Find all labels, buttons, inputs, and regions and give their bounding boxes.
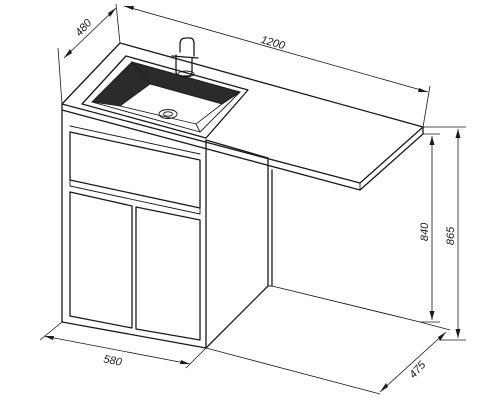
drain-outer bbox=[158, 109, 178, 119]
dim-cabinet-width: 580 bbox=[39, 321, 207, 369]
label-cabinet-width: 580 bbox=[102, 353, 123, 368]
label-cabinet-depth: 475 bbox=[407, 359, 429, 381]
cabinet-bottom-edge bbox=[61, 321, 207, 349]
dim-total-height: 865 bbox=[423, 126, 466, 341]
countertop bbox=[61, 42, 424, 191]
cabinet bbox=[61, 109, 421, 349]
label-counter-height: 840 bbox=[419, 222, 431, 241]
label-total-height: 865 bbox=[445, 226, 457, 245]
sink-basin bbox=[81, 55, 249, 139]
right-door bbox=[135, 206, 201, 341]
floor-back-line bbox=[271, 285, 421, 323]
basin-corner-line-2 bbox=[221, 91, 241, 105]
dim-cabinet-depth: 475 bbox=[205, 321, 451, 395]
cabinet-side-panel bbox=[205, 139, 269, 349]
countertop-edge bbox=[61, 103, 424, 191]
faucet-icon bbox=[171, 37, 199, 78]
drawer-bottom-gap bbox=[69, 185, 201, 215]
basin-rim bbox=[81, 55, 249, 139]
dim-counter-height: 840 bbox=[419, 133, 440, 323]
left-door bbox=[69, 191, 133, 329]
label-overall-width: 1200 bbox=[259, 34, 287, 52]
drawer-top-gap bbox=[69, 125, 201, 155]
label-counter-depth: 480 bbox=[73, 17, 95, 39]
drain-inner bbox=[163, 111, 173, 117]
basin-corner-line bbox=[195, 123, 201, 133]
